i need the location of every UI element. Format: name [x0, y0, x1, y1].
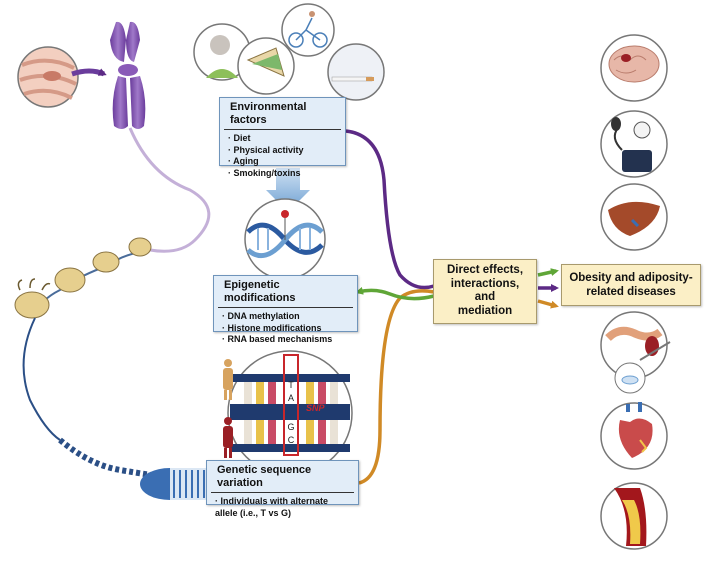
environmental-factors-box: Environmental factors Diet Physical acti… [219, 97, 346, 178]
brain-icon [600, 34, 668, 102]
obesity-outcome-box: Obesity and adiposity- related diseases [561, 264, 701, 306]
environmental-factors-title: Environmental factors [224, 98, 341, 130]
snp-dna-icon [227, 350, 353, 476]
dna-helix-icon [58, 437, 210, 500]
epigenetic-modifications-title: Epigenetic modifications [218, 276, 353, 308]
environmental-factor-item: Smoking/toxins [228, 168, 339, 180]
mediation-to-epigenetic-arrow [355, 286, 435, 301]
mediation-line: mediation [457, 304, 513, 317]
pancreas-kidney-syringe-icon [600, 311, 671, 394]
cigarette-icon [327, 43, 385, 101]
epigenetic-modification-item: DNA methylation [222, 311, 351, 323]
blood-pressure-cuff-icon [600, 110, 668, 178]
outcome-line: Obesity and adiposity- [569, 272, 693, 284]
bicycle-icon [281, 3, 335, 57]
genetic-variation-item: Individuals with alternate allele (i.e.,… [215, 496, 352, 519]
snp-label: SNP [306, 403, 326, 413]
environment-to-mediation-connector [345, 129, 435, 290]
aging-woman-icon [193, 23, 251, 81]
epigenetic-modification-item: Histone modifications [222, 323, 351, 335]
epigenetic-modification-item: RNA based mechanisms [222, 334, 351, 346]
snp-top-base: A [288, 393, 294, 403]
mediation-box: Direct effects, interactions, and mediat… [433, 259, 537, 324]
snp-top-allele: T [288, 380, 294, 390]
outcome-line: related diseases [586, 286, 676, 298]
environmental-factor-item: Physical activity [228, 145, 339, 157]
genetic-to-mediation-connector [358, 289, 435, 485]
person-tan-icon [223, 359, 233, 400]
snp-bottom-base: C [288, 435, 295, 445]
epigenetic-dna-icon [244, 198, 326, 280]
green-outcome-arrow [537, 268, 559, 277]
environmental-factor-item: Aging [228, 156, 339, 168]
mediation-line: Direct effects, [446, 264, 524, 276]
chromatin-fiber [128, 127, 211, 253]
mediation-line: and [474, 291, 496, 303]
genetic-sequence-variation-box: Genetic sequence variation Individuals w… [206, 460, 359, 518]
orange-outcome-arrow [537, 299, 559, 309]
nucleosome-icon [14, 237, 152, 441]
person-red-icon [223, 417, 233, 458]
genetic-sequence-variation-title: Genetic sequence variation [211, 461, 354, 493]
artery-plaque-icon [600, 482, 668, 550]
cell-tissue-icon [17, 46, 79, 108]
environmental-factor-item: Diet [228, 133, 339, 145]
snp-bottom-allele: G [287, 422, 294, 432]
heart-icon [600, 402, 668, 470]
food-sandwich-icon [237, 37, 295, 95]
epigenetic-modifications-box: Epigenetic modifications DNA methylation… [213, 275, 358, 344]
mediation-line: interactions, [450, 277, 520, 290]
cell-to-chromosome-arrow [71, 68, 107, 77]
liver-icon [600, 183, 668, 251]
chromosome-icon [110, 21, 146, 129]
